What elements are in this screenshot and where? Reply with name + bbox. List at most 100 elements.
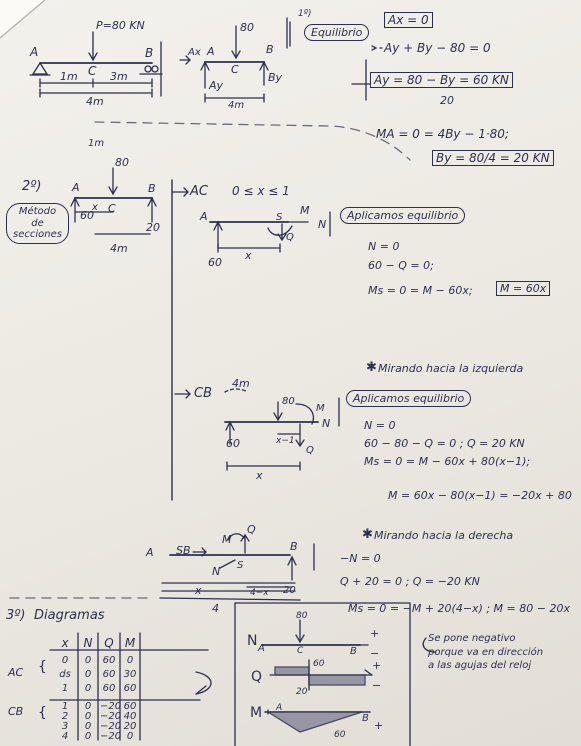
sb-sign-note: Se pone negativo porque va en dirección … [428,632,543,673]
sb-note-line-1: Se pone negativo [428,633,516,644]
table-cb-cell: 0 [84,701,92,712]
point-b-label: B [145,46,154,60]
table-cb-cell: 3 [61,721,69,732]
ac-n-label: N [318,218,327,231]
table-ac-cell: 0 [61,655,69,666]
diagram-q-minus: − [372,679,382,692]
ac-x-label: x [245,249,252,262]
ac-eq-n: N = 0 [368,240,400,253]
table-ac-cell: 0 [84,669,92,680]
sb-eq-n: −N = 0 [340,552,381,565]
sb-a-label: A [146,546,154,559]
diagram-n-minus: − [370,647,380,660]
table-ac-cell: 60 [102,655,116,666]
diagram-n-plus: + [370,627,380,640]
fbd-ay-label: Ay [209,79,224,92]
diagram-q-plus: + [372,659,382,672]
sec2-left-reaction: 60 [80,209,94,222]
sb-note-line-3: a las agujas del reloj [428,660,532,671]
fbd-b-label: B [266,43,274,56]
sec2-right-reaction: 20 [146,221,160,234]
diagram-m-b-label: B [362,713,369,724]
cb-eq-q: 60 − 80 − Q = 0 ; Q = 20 KN [364,437,525,450]
cb-eq-n: N = 0 [364,419,396,432]
sec2-load: 80 [115,156,129,169]
fbd-a-label: A [207,45,215,58]
table-cb-cell: 20 [123,721,137,732]
segment-sb-label: SB [176,544,191,557]
table-cb-cell: 40 [123,711,137,722]
step-1-label: 1º) [298,9,312,19]
method-of-sections-note: Método de secciones [6,203,69,244]
table-ac-cell: 1 [61,683,69,694]
diagram-n-a-label: A [258,643,265,654]
ac-m-label: M [300,204,310,217]
table-ac-cell: 60 [102,683,116,694]
sec2-b-label: B [148,182,156,195]
cb-x-label: x [256,469,263,482]
diagrams-title: Diagramas [34,608,105,623]
diagram-load: 80 [296,611,308,621]
table-header-x: x [61,636,69,650]
eq-moment-a: MA = 0 = 4By − 1·80; [376,127,509,141]
ac-a-label: A [200,210,208,223]
table-ac-brace: { [38,659,47,675]
table-ac-cell: 0 [84,655,92,666]
table-ac-cell: 60 [123,683,137,694]
point-c-label: C [88,64,97,78]
cb-load: 80 [282,396,295,407]
asterisk-icon: ✱ [366,360,377,375]
cb-reaction: 60 [226,437,240,450]
diagram-q-negative: 20 [296,687,308,697]
table-header-q: Q [104,636,114,650]
diagram-m-plus: + [374,719,384,732]
step-3-label: 3º) [6,608,26,623]
table-cb-cell: 0 [126,731,134,742]
table-cb-cell: 60 [123,701,137,712]
eq-ay-correction: 20 [440,94,454,107]
ac-moment-result: M = 60x [496,281,551,296]
step-2-label: 2º) [22,179,42,194]
note-looking-left: Mirando hacia la izquierda [378,362,524,375]
fbd-ax-label: Ax [188,47,201,58]
table-row-cb-label: CB [8,705,24,718]
sb-b-label: B [290,540,298,553]
sb-q-label: Q [247,523,256,536]
table-header-n: N [83,636,93,650]
table-cb-cell: −20 [100,731,122,742]
sec2-x-label: x [92,202,98,213]
cb-sub-length: x−1 [276,436,295,446]
cb-moment-result: M = 60x − 80(x−1) = −20x + 80 [388,489,572,502]
sb-m-label: M [222,533,232,546]
eq-vertical-sum: Ay + By − 80 = 0 [384,41,491,55]
table-ac-cell: 0 [84,683,92,694]
table-header-m: M [124,636,136,650]
diagram-m-label: M [250,705,263,721]
table-cb-brace: { [38,705,47,721]
diagram-q-label: Q [251,669,263,685]
ac-apply-equilibrium: Aplicamos equilibrio [340,207,466,224]
sb-remaining-length: 4−x [250,588,269,598]
table-cb-cell: 0 [84,731,92,742]
table-row-ac-label: AC [8,666,24,679]
ac-q-label: Q [286,232,294,243]
diagram-n-label: N [247,633,258,649]
table-ac-cell: ds [59,669,71,680]
sb-reaction: 20 [283,585,296,596]
fbd-load-label: 80 [240,21,254,34]
equilibrium-title: Equilibrio [304,24,370,41]
table-ac-cell: 0 [126,655,134,666]
table-cb-cell: 0 [84,721,92,732]
method-word-1: Método [18,206,57,217]
sb-note-line-2: porque va en dirección [428,646,544,658]
eq-ax: Ax = 0 [384,12,433,28]
eq-by-result: By = 80/4 = 20 KN [432,150,554,166]
sb-n-label: N [212,565,221,578]
cb-q-label: Q [306,445,314,456]
ac-eq-moment: Ms = 0 = M − 60x; [368,284,473,297]
fbd-by-label: By [268,71,283,84]
fbd-c-label: C [231,63,239,76]
ac-s-label: S [276,212,283,223]
table-cb-cell: −20 [100,721,122,732]
